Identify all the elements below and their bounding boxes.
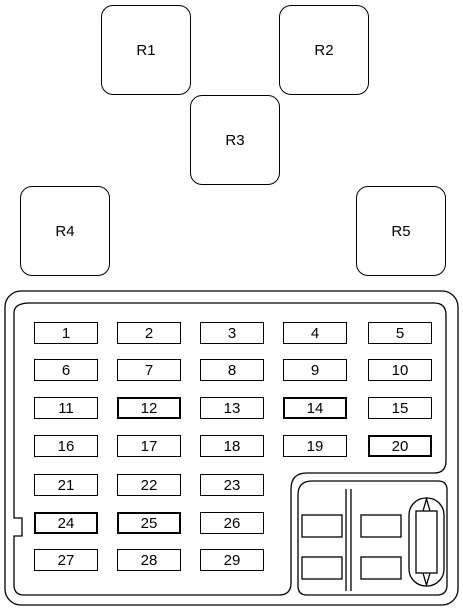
fuse-label: 29 — [223, 551, 241, 569]
fuse-20: 20 — [368, 435, 432, 457]
fuse-1: 1 — [34, 322, 98, 344]
relay-r2: R2 — [279, 5, 369, 95]
fuse-27: 27 — [34, 549, 98, 571]
relay-label: R1 — [136, 41, 156, 59]
fuse-2: 2 — [117, 322, 181, 344]
fuse-19: 19 — [283, 435, 347, 457]
relay-r5: R5 — [356, 186, 446, 276]
fuse-label: 12 — [140, 399, 158, 417]
fuse-21: 21 — [34, 474, 98, 496]
fuse-label: 17 — [140, 437, 158, 455]
fuse-label: 5 — [395, 324, 405, 342]
fuse-label: 19 — [306, 437, 324, 455]
fuse-label: 24 — [57, 514, 75, 532]
fuse-label: 21 — [57, 476, 75, 494]
relay-r3: R3 — [190, 95, 280, 185]
fuse-24: 24 — [34, 512, 98, 534]
fuse-label: 27 — [57, 551, 75, 569]
fuse-5: 5 — [368, 322, 432, 344]
fuse-label: 20 — [391, 437, 409, 455]
relay-label: R2 — [314, 41, 334, 59]
fuse-label: 28 — [140, 551, 158, 569]
relay-label: R5 — [391, 222, 411, 240]
fuse-15: 15 — [368, 397, 432, 419]
fuse-label: 15 — [391, 399, 409, 417]
fuse-label: 22 — [140, 476, 158, 494]
fuse-label: 6 — [61, 361, 71, 379]
fuse-7: 7 — [117, 359, 181, 381]
fuse-label: 18 — [223, 437, 241, 455]
fuse-4: 4 — [283, 322, 347, 344]
fuse-17: 17 — [117, 435, 181, 457]
fuse-12: 12 — [117, 397, 181, 419]
fuse-3: 3 — [200, 322, 264, 344]
relay-label: R3 — [225, 131, 245, 149]
fuse-label: 23 — [223, 476, 241, 494]
fuse-18: 18 — [200, 435, 264, 457]
fuse-label: 7 — [144, 361, 154, 379]
fuse-label: 3 — [227, 324, 237, 342]
fuse-9: 9 — [283, 359, 347, 381]
fuse-22: 22 — [117, 474, 181, 496]
fuse-11: 11 — [34, 397, 98, 419]
fuse-14: 14 — [283, 397, 347, 419]
fuse-label: 14 — [306, 399, 324, 417]
fuse-label: 10 — [391, 361, 409, 379]
fuse-label: 25 — [140, 514, 158, 532]
fuse-28: 28 — [117, 549, 181, 571]
fuse-23: 23 — [200, 474, 264, 496]
fuse-13: 13 — [200, 397, 264, 419]
fuse-label: 9 — [310, 361, 320, 379]
fuse-10: 10 — [368, 359, 432, 381]
fuse-8: 8 — [200, 359, 264, 381]
relay-r1: R1 — [101, 5, 191, 95]
fuse-29: 29 — [200, 549, 264, 571]
fuse-label: 13 — [223, 399, 241, 417]
fuse-label: 4 — [310, 324, 320, 342]
fuse-label: 8 — [227, 361, 237, 379]
fuse-label: 2 — [144, 324, 154, 342]
fuse-25: 25 — [117, 512, 181, 534]
fuse-label: 16 — [57, 437, 75, 455]
relay-r4: R4 — [20, 186, 110, 276]
fuse-label: 11 — [58, 399, 74, 417]
fuse-label: 26 — [223, 514, 241, 532]
fuse-6: 6 — [34, 359, 98, 381]
fuse-16: 16 — [34, 435, 98, 457]
relay-label: R4 — [55, 222, 75, 240]
fuse-26: 26 — [200, 512, 264, 534]
fuse-label: 1 — [61, 324, 71, 342]
